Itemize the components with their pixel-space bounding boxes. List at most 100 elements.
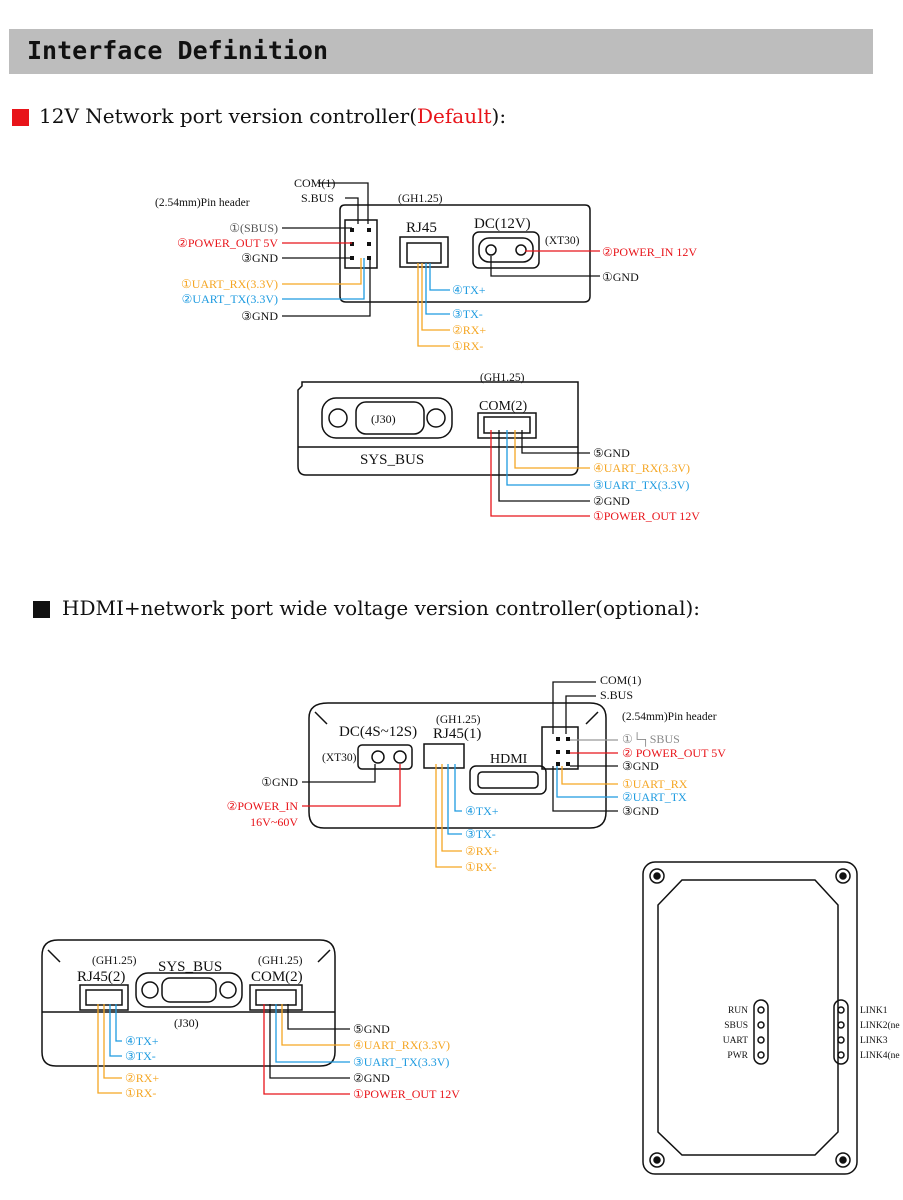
d5-led-sbus: SBUS (724, 1021, 748, 1031)
d5-led-pwr: PWR (727, 1051, 748, 1061)
d1-com1: COM(1) (294, 176, 335, 190)
d3-xt30: (XT30) (322, 752, 357, 764)
d3-power-in: ②POWER_IN (227, 799, 299, 813)
section1-prefix: 12V Network port version controller( (39, 104, 418, 128)
d3-gh: (GH1.25) (436, 714, 481, 726)
section1-heading: 12V Network port version controller(Defa… (12, 104, 506, 128)
rj45-port (423, 743, 465, 769)
d5-led-link2: LINK2(ne (860, 1020, 900, 1031)
d3-rj-pin-2: ③TX- (465, 827, 496, 841)
device-body (41, 939, 336, 1067)
d2-wires (490, 430, 590, 517)
red-square-icon (12, 109, 29, 126)
d3-hdmi: HDMI (490, 752, 528, 767)
section2-heading: HDMI+network port wide voltage version c… (33, 596, 700, 620)
d3-wires (302, 681, 618, 868)
d1-rj-pin-2: ③TX- (452, 307, 483, 321)
d3-power-in-range: 16V~60V (250, 815, 298, 829)
d2-com2: COM(2) (479, 399, 528, 414)
d2-j30: (J30) (371, 412, 396, 426)
j30-connector (135, 972, 243, 1008)
d2-pin-5: ①POWER_OUT 12V (593, 509, 700, 523)
device-body (642, 861, 858, 1175)
d5-led-run: RUN (728, 1006, 748, 1016)
d2-pin-1: ⑤GND (593, 446, 630, 460)
d3-right-pin-3: ③GND (622, 759, 659, 773)
j30-connector (321, 397, 453, 439)
d3-right-pin-1: ①└┐SBUS (622, 732, 680, 747)
section2-title: HDMI+network port wide voltage version c… (62, 596, 701, 620)
d3-right-pin-6: ③GND (622, 804, 659, 818)
device-body (297, 381, 579, 476)
diagram-hdmi-front (308, 702, 607, 829)
d3-rj-pin-3: ②RX+ (465, 844, 499, 858)
d4-com-pin-1: ⑤GND (353, 1022, 390, 1036)
d2-pin-2: ④UART_RX(3.3V) (593, 461, 690, 475)
d1-dc: DC(12V) (474, 216, 531, 232)
rj45-port (399, 236, 449, 268)
d3-pin-dots (556, 737, 570, 766)
d4-com-pin-4: ②GND (353, 1071, 390, 1085)
d5-led-link1: LINK1 (860, 1006, 888, 1016)
d1-left-pin-3: ③GND (241, 251, 278, 265)
pin-header-connector (541, 726, 579, 770)
d1-left-pin-4: ①UART_RX(3.3V) (181, 277, 278, 291)
d4-com-pin-2: ④UART_RX(3.3V) (353, 1038, 450, 1052)
d1-sbus: S.BUS (301, 191, 334, 205)
d4-rj45: RJ45(2) (77, 969, 125, 985)
d1-power-in: ②POWER_IN 12V (602, 245, 697, 259)
black-square-icon (33, 601, 50, 618)
d3-com1: COM(1) (600, 673, 641, 687)
d3-rj-pin-4: ①RX- (465, 860, 496, 874)
d1-xt30: (XT30) (545, 235, 580, 247)
d3-rj-pin-1: ④TX+ (465, 804, 499, 818)
d1-rj-pin-3: ②RX+ (452, 323, 486, 337)
d3-right-pin-4: ①UART_RX (622, 777, 688, 791)
d1-left-pin-6: ③GND (241, 309, 278, 323)
d1-rj45: RJ45 (406, 220, 437, 236)
d1-wires (282, 182, 600, 347)
hdmi-port (469, 765, 547, 795)
d1-pin-header: (2.54mm)Pin header (155, 197, 250, 209)
d5-led-link4: LINK4(ne (860, 1050, 900, 1061)
d4-rj-pin-3: ②RX+ (125, 1071, 159, 1085)
d1-pin-dots (350, 228, 371, 260)
d1-gnd: ①GND (602, 270, 639, 284)
d4-rj-pin-1: ④TX+ (125, 1034, 159, 1048)
d3-gnd: ①GND (261, 775, 298, 789)
d4-rj-pin-4: ①RX- (125, 1086, 156, 1100)
d4-rj-pin-2: ③TX- (125, 1049, 156, 1063)
d3-rj45: RJ45(1) (433, 726, 481, 742)
d1-left-pin-5: ②UART_TX(3.3V) (182, 292, 278, 306)
d4-com-pin-5: ①POWER_OUT 12V (353, 1087, 460, 1101)
d3-right-pin-5: ②UART_TX (622, 790, 687, 804)
d4-com-pin-3: ③UART_TX(3.3V) (353, 1055, 449, 1069)
dc-xt30-port (472, 231, 540, 269)
d3-right-pin-2: ② POWER_OUT 5V (622, 746, 726, 760)
d4-gh-right: (GH1.25) (258, 955, 303, 967)
dc-xt30-port (357, 744, 413, 770)
d2-pin-4: ②GND (593, 494, 630, 508)
d4-com2: COM(2) (251, 969, 303, 985)
d1-rj-pin-4: ①RX- (452, 339, 483, 353)
d2-pin-3: ③UART_TX(3.3V) (593, 478, 689, 492)
d4-sysbus: SYS_BUS (158, 959, 222, 975)
d4-gh-left: (GH1.25) (92, 955, 137, 967)
page-title: Interface Definition (27, 36, 329, 65)
d1-gh: (GH1.25) (398, 193, 443, 205)
diagram-12v-back (297, 381, 579, 476)
device-body (308, 702, 607, 829)
section1-suffix: ): (491, 104, 507, 128)
diagram-top-view (642, 861, 858, 1175)
device-body (339, 204, 591, 303)
d2-gh: (GH1.25) (480, 372, 525, 384)
d3-sbus: S.BUS (600, 688, 633, 702)
d3-pin-header: (2.54mm)Pin header (622, 711, 717, 723)
d4-j30: (J30) (174, 1016, 199, 1030)
section1-highlight: Default (417, 104, 492, 128)
d2-sysbus: SYS_BUS (360, 452, 424, 468)
d5-led-link3: LINK3 (860, 1036, 888, 1046)
d1-left-pin-2: ②POWER_OUT 5V (177, 236, 278, 250)
led-strip-right (833, 999, 849, 1065)
d4-wires (97, 1004, 350, 1095)
